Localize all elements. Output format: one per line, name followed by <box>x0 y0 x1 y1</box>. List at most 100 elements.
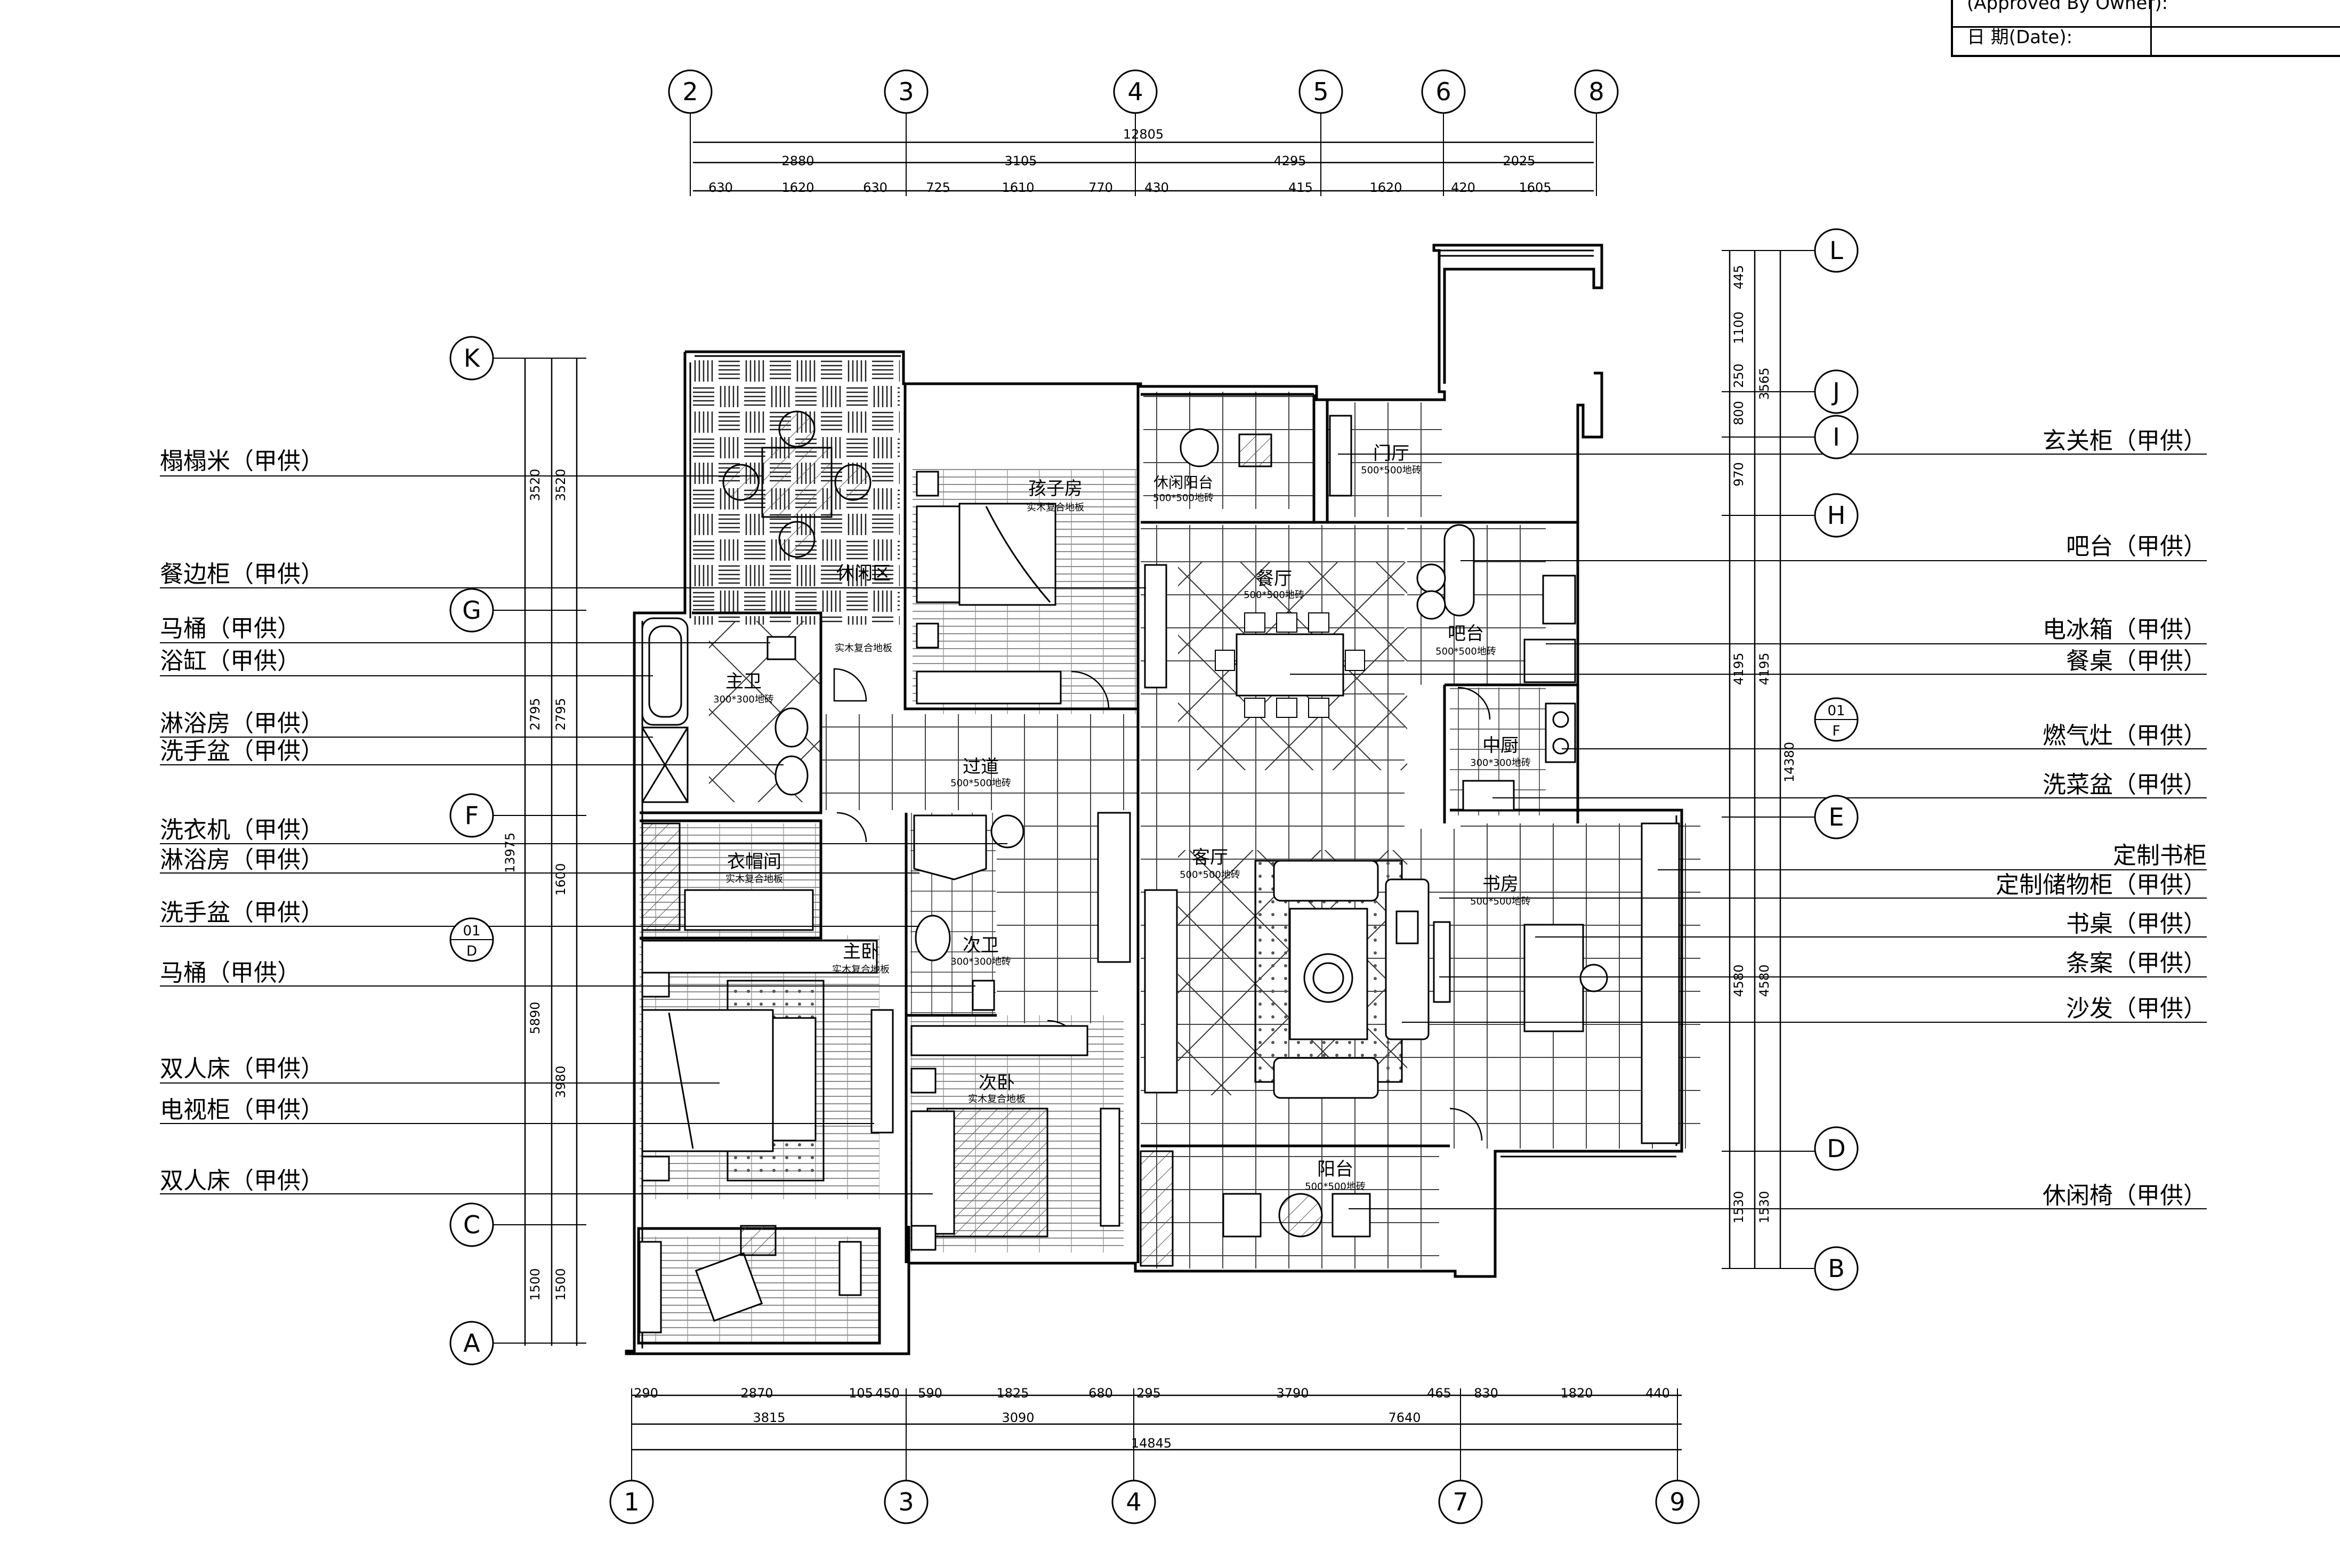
room-dining-floor: 500*500地砖 <box>1244 589 1304 601</box>
label-left: 洗衣机（甲供） <box>160 817 324 844</box>
title-block-row-approval: (Approved By Owner): <box>1953 0 2340 28</box>
grid-bottom-label: 4 <box>1126 1488 1141 1516</box>
room-master-bath-floor: 300*300地砖 <box>713 694 774 705</box>
dim-top-sub: 420 <box>1451 180 1475 195</box>
nightstand <box>641 1155 670 1182</box>
tatami-cushion <box>722 464 760 501</box>
dim-top-segment: 2880 <box>781 153 814 168</box>
grid-right-label: D <box>1827 1134 1845 1163</box>
tatami-cushion <box>778 410 816 448</box>
dim-bottom-sub: 450 <box>875 1386 900 1401</box>
dim-bottom-sub: 105 <box>849 1386 873 1401</box>
master-bed <box>641 1009 774 1152</box>
furniture <box>639 410 1680 1333</box>
dim-top-sub: 1620 <box>781 180 814 195</box>
shower-second <box>913 814 987 880</box>
dim-right-outer: 1530 <box>1757 1191 1772 1223</box>
room-leisure-area: 休闲区 <box>836 563 891 584</box>
grid-left-label: A <box>463 1329 480 1357</box>
grid-top-label: 6 <box>1435 77 1451 106</box>
tatami-table <box>761 447 833 518</box>
dim-right-total: 14380 <box>1782 742 1797 782</box>
washbasin <box>774 707 809 748</box>
cloak-shelf <box>684 889 814 931</box>
room-second-bath-floor: 300*300地砖 <box>950 956 1011 967</box>
label-right: 洗菜盆（甲供） <box>2043 771 2207 798</box>
child-wardrobe <box>916 670 1062 705</box>
room-child: 孩子房 <box>1028 478 1083 499</box>
dim-bottom-sub: 465 <box>1427 1386 1451 1401</box>
label-right: 定制储物柜（甲供） <box>1996 871 2207 899</box>
label-left: 洗手盆（甲供） <box>160 738 324 765</box>
dim-bottom-sub: 290 <box>634 1386 658 1401</box>
grid-top-label: 2 <box>682 77 698 106</box>
detail-ref-left-top: 01 <box>463 923 480 939</box>
dim-top-sub: 770 <box>1088 180 1113 195</box>
dim-bottom-segment: 3090 <box>1002 1410 1034 1425</box>
dimension-texts: 12805 2880 3105 4295 2025 630 1620 630 7… <box>634 127 1670 1451</box>
approved-by-label: (Approved By Owner): <box>1967 0 2168 14</box>
room-labels: 休闲区 孩子房 实木复合地板 休闲阳台 500*500地砖 门厅 500*500… <box>713 443 1531 1192</box>
dim-bottom-sub: 590 <box>918 1386 942 1401</box>
tv-cabinet <box>870 1009 894 1134</box>
room-master-bed: 主卧 <box>843 941 879 963</box>
detail-ref-labels: 01 D 01 F <box>463 703 1845 959</box>
kitchen-sink <box>1462 780 1515 811</box>
dim-left-inner: 1600 <box>553 863 568 895</box>
door-child-room <box>1071 670 1110 709</box>
grid-left-label: F <box>465 801 479 830</box>
label-left: 餐边柜（甲供） <box>160 561 324 588</box>
grid-bottom-label: 3 <box>898 1488 914 1516</box>
label-left: 浴缸（甲供） <box>160 648 301 675</box>
dim-top-sub: 430 <box>1144 180 1169 195</box>
dim-top-segment: 2025 <box>1503 153 1535 168</box>
study-desk <box>1523 924 1584 1032</box>
room-kitchen-floor: 300*300地砖 <box>1470 757 1531 769</box>
title-block: (Approved By Owner): 日 期(Date): <box>1951 0 2340 57</box>
dimension-lines <box>524 141 1781 1451</box>
door-kitchen <box>1457 686 1491 720</box>
label-right: 休闲椅（甲供） <box>2043 1182 2207 1209</box>
balcony-table <box>1278 1193 1323 1238</box>
grid-right-label: L <box>1829 236 1843 265</box>
washbasin <box>774 755 809 796</box>
dim-top-segment: 4295 <box>1273 153 1306 168</box>
master-bath-wall <box>640 611 822 814</box>
dim-left-outer: 5890 <box>528 1001 543 1034</box>
dim-bottom-sub: 1825 <box>996 1386 1029 1401</box>
balcony-table <box>1238 433 1272 467</box>
tatami-cushion <box>834 464 872 501</box>
dim-bottom-sub: 830 <box>1474 1386 1498 1401</box>
custom-bookcase <box>1641 822 1680 1144</box>
console-table <box>1433 921 1451 1003</box>
grid-bottom-label: 1 <box>624 1488 639 1516</box>
label-right: 餐桌（甲供） <box>2066 648 2207 675</box>
room-corridor: 过道 <box>963 756 999 778</box>
master-bed-bench <box>772 1017 817 1142</box>
grid-right-label: B <box>1828 1254 1845 1283</box>
lounge-chair <box>1222 1193 1262 1238</box>
grid-left-label: K <box>464 344 481 373</box>
dim-bottom-sub: 440 <box>1645 1386 1670 1401</box>
room-cloakroom: 衣帽间 <box>727 851 781 872</box>
room-foyer-floor: 500*500地砖 <box>1361 465 1422 476</box>
dim-top-sub: 630 <box>863 180 887 195</box>
dining-table <box>1236 633 1344 697</box>
dim-left-inner: 1500 <box>553 1268 568 1300</box>
nightstand <box>916 623 939 649</box>
room-balcony: 阳台 <box>1317 1159 1353 1180</box>
room-leisure-balcony-floor: 500*500地砖 <box>1153 492 1214 504</box>
dim-right-inner: 445 <box>1731 265 1746 289</box>
bar-counter <box>1443 524 1475 617</box>
dim-top-total: 12805 <box>1123 127 1164 142</box>
detail-ref-right-bottom: F <box>1833 723 1841 739</box>
nightstand <box>910 1068 937 1094</box>
dim-right-inner: 4195 <box>1731 652 1746 685</box>
dim-bottom-segment: 3815 <box>753 1410 785 1425</box>
grid-top-label: 8 <box>1588 77 1604 106</box>
door-study <box>1449 1108 1483 1141</box>
room-living-floor: 500*500地砖 <box>1180 869 1240 880</box>
dim-right-outer: 4195 <box>1757 652 1772 685</box>
label-left: 淋浴房（甲供） <box>160 846 324 874</box>
